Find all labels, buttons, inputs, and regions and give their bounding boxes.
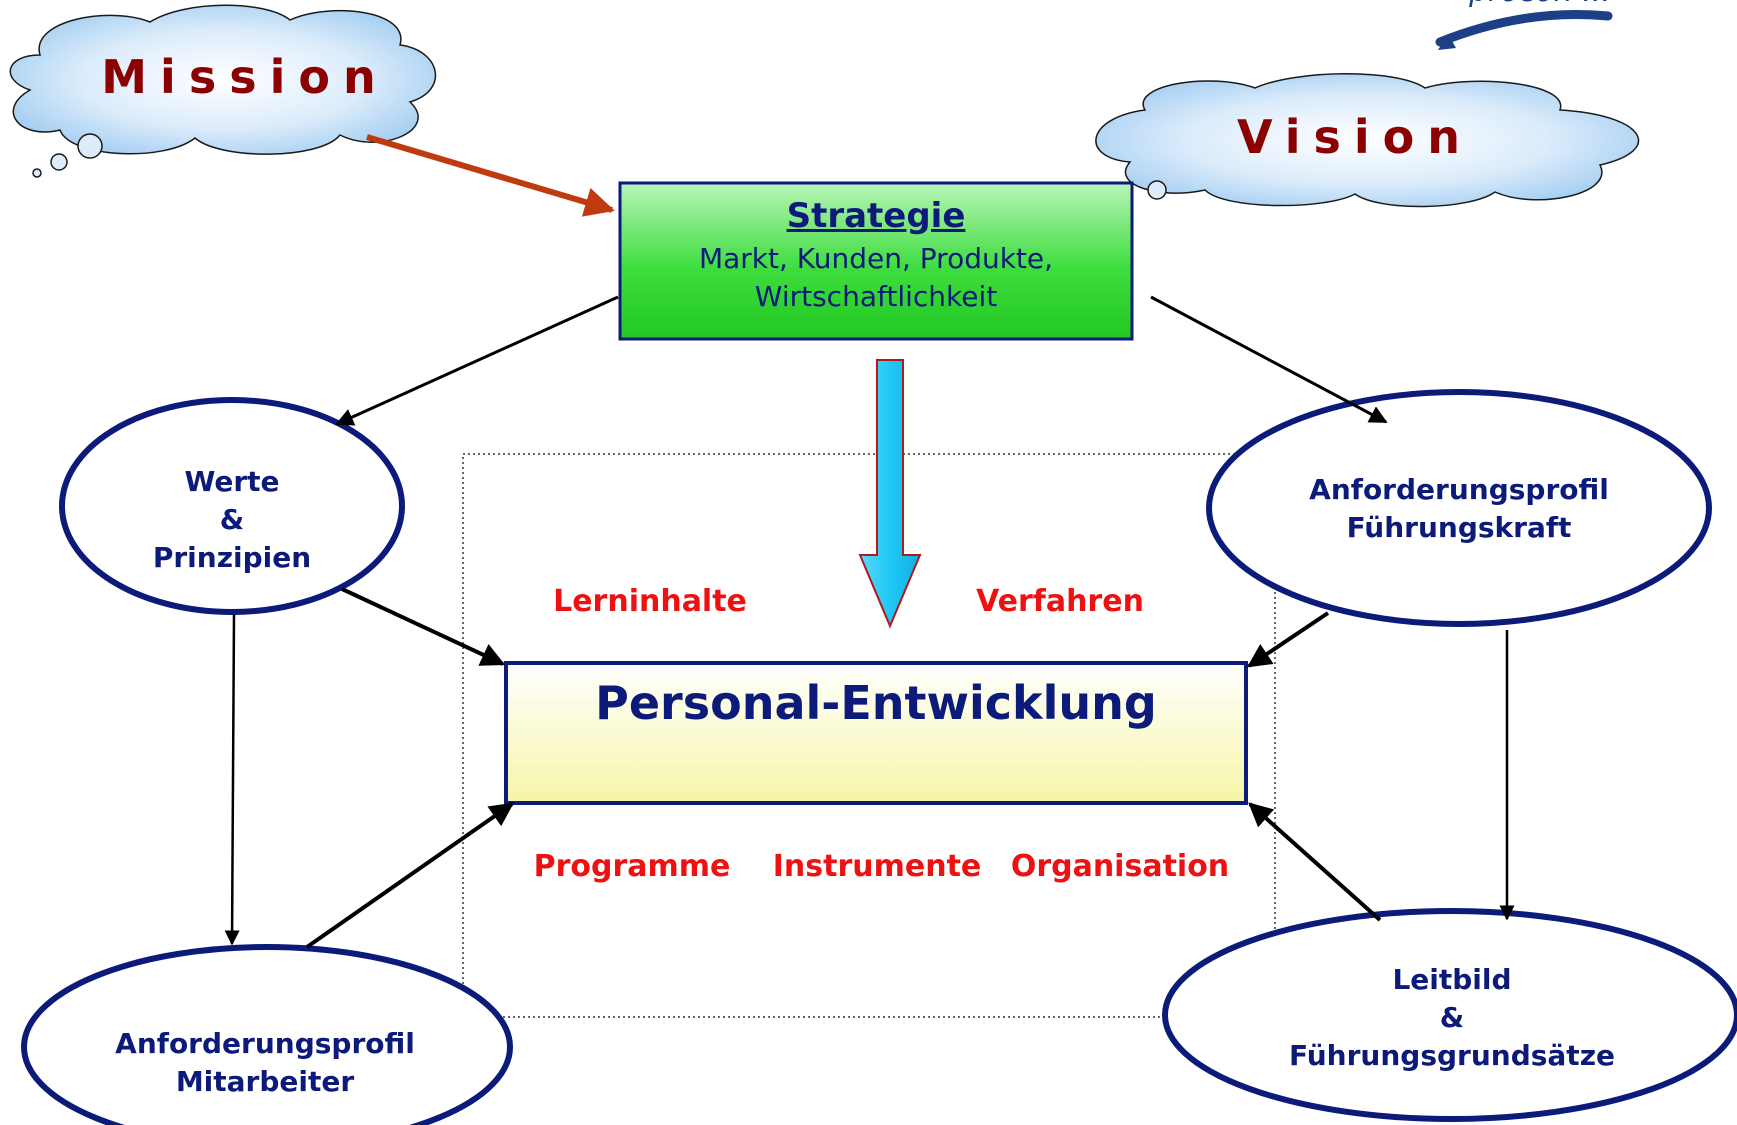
strategie-line-2: Wirtschaftlichkeit: [754, 280, 998, 313]
leitbild-line-2: &: [1439, 1001, 1465, 1034]
fuehrungskraft-oval: [1206, 389, 1712, 627]
mission-to-strategie-arrow: [366, 134, 615, 217]
lerninhalte-label: Lerninhalte: [553, 584, 747, 619]
fuehrungskraft-line-1: Anforderungsprofil: [1309, 473, 1609, 506]
werte-line-1: Werte: [184, 465, 280, 498]
leitbild-oval: [1162, 908, 1737, 1122]
strategie-to-werte-arrow: [335, 295, 619, 426]
mission-cloud: [9, 4, 437, 178]
mitarbeiter-oval: [21, 944, 513, 1125]
leitbild-to-pe-arrow: [1248, 802, 1382, 922]
leitbild-line-1: Leitbild: [1392, 963, 1512, 996]
vision-label: Vision: [1236, 110, 1474, 164]
personal-entwicklung-box: [504, 661, 1248, 805]
werte-line-3: Prinzipien: [152, 541, 312, 574]
leitbild-line-3: Führungsgrundsätze: [1289, 1039, 1615, 1072]
strategie-line-1: Markt, Kunden, Produkte,: [698, 242, 1054, 275]
logo-text: procon ...: [1460, 0, 1620, 14]
strategie-down-arrow: [858, 359, 922, 629]
fuehrungskraft-to-pe-arrow: [1247, 611, 1330, 668]
strategie-to-fuehrungskraft-arrow: [1150, 295, 1388, 424]
mission-label: Mission: [101, 50, 389, 104]
strategie-title: Strategie: [786, 196, 966, 236]
mitarbeiter-line-1: Anforderungsprofil: [115, 1027, 415, 1060]
fuehrungskraft-line-2: Führungskraft: [1346, 511, 1572, 544]
werte-line-2: &: [219, 503, 245, 536]
strategie-box: [618, 181, 1134, 341]
dotted-frame: [462, 453, 1276, 1018]
organisation-label: Organisation: [1010, 849, 1230, 884]
personal-entwicklung-label: Personal-Entwicklung: [595, 676, 1157, 730]
verfahren-label: Verfahren: [976, 584, 1144, 619]
programme-label: Programme: [533, 849, 731, 884]
mitarbeiter-line-2: Mitarbeiter: [175, 1065, 355, 1098]
werte-oval: [59, 397, 405, 615]
werte-to-pe-arrow: [341, 587, 506, 666]
procon-logo: [1435, 10, 1613, 50]
mitarbeiter-to-pe-arrow: [305, 802, 514, 949]
instrumente-label: Instrumente: [772, 849, 982, 884]
werte-to-mitarbeiter-arrow: [224, 613, 240, 946]
